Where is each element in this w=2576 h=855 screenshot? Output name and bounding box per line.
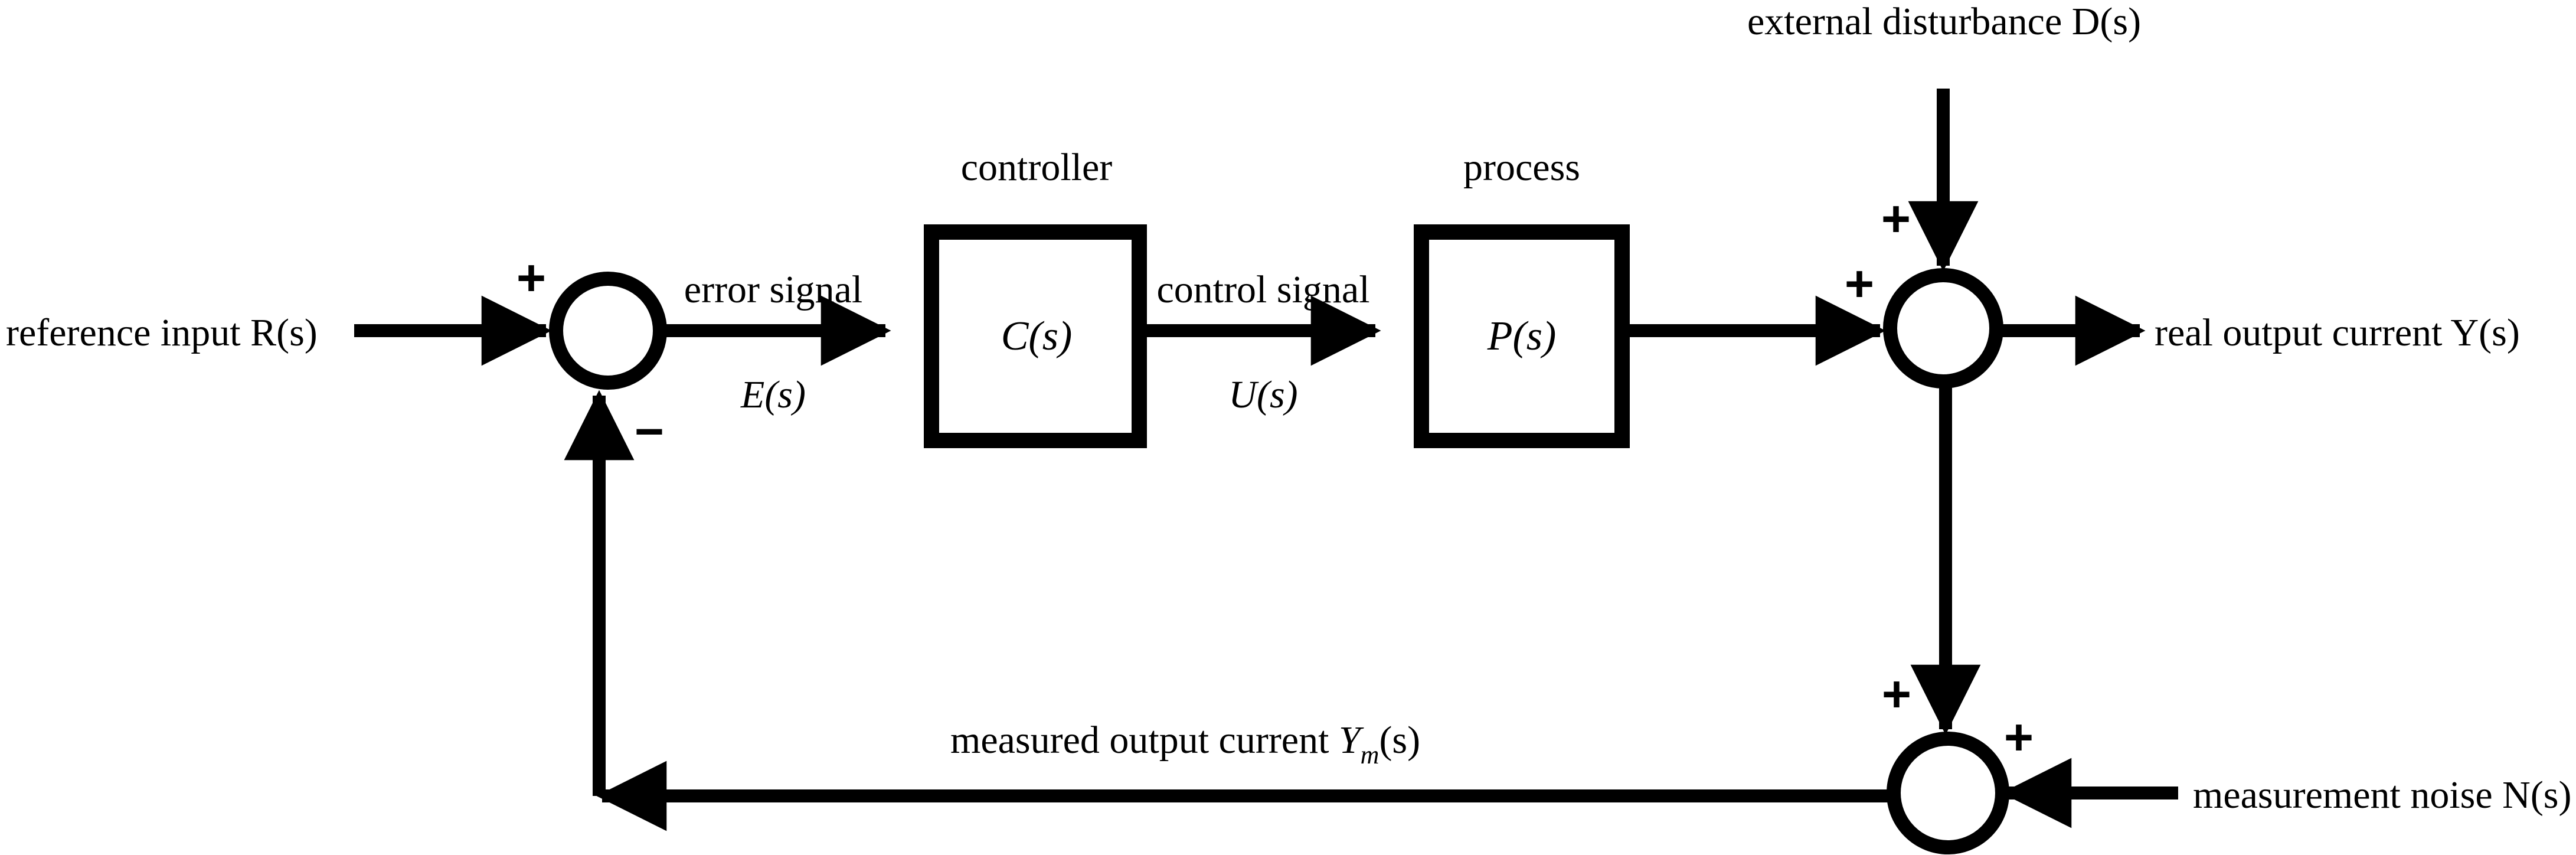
label-reference-input: reference input R(s) — [6, 311, 318, 354]
controller-block[interactable] — [924, 224, 1147, 448]
plus-sign-disturbance: + — [1881, 191, 1911, 247]
disturbance-summing-junction[interactable] — [1883, 268, 2003, 389]
label-control-signal: control signal — [1156, 268, 1369, 311]
plus-sign-output-tap: + — [1882, 666, 1911, 723]
plus-sign-reference: + — [516, 250, 546, 306]
label-process-transfer-function: P(s) — [1487, 314, 1557, 359]
label-measurement-noise: measurement noise N(s) — [2193, 774, 2571, 817]
measured-output-symbol-main: Y — [1339, 719, 1364, 762]
process-block[interactable] — [1414, 224, 1630, 448]
measured-output-symbol-sub: m — [1361, 740, 1379, 769]
label-error-signal: error signal — [684, 268, 862, 311]
label-external-disturbance: external disturbance D(s) — [1747, 0, 2141, 43]
plus-sign-process-output: + — [1845, 256, 1874, 312]
label-control-symbol: U(s) — [1228, 373, 1297, 416]
error-summing-junction[interactable] — [549, 272, 667, 390]
measured-output-prefix: measured output current — [950, 719, 1339, 762]
noise-summing-junction[interactable] — [1887, 732, 2009, 854]
label-error-symbol: E(s) — [740, 373, 806, 416]
label-controller-caption: controller — [961, 146, 1113, 189]
minus-sign-feedback: − — [635, 403, 664, 460]
label-process-caption: process — [1463, 146, 1580, 189]
label-real-output-current: real output current Y(s) — [2155, 311, 2520, 354]
label-controller-transfer-function: C(s) — [1001, 314, 1073, 359]
plus-sign-noise: + — [2004, 709, 2034, 766]
label-measured-output-current: measured output current Ym(s) — [950, 719, 1420, 769]
measured-output-symbol-tail: (s) — [1379, 719, 1420, 762]
